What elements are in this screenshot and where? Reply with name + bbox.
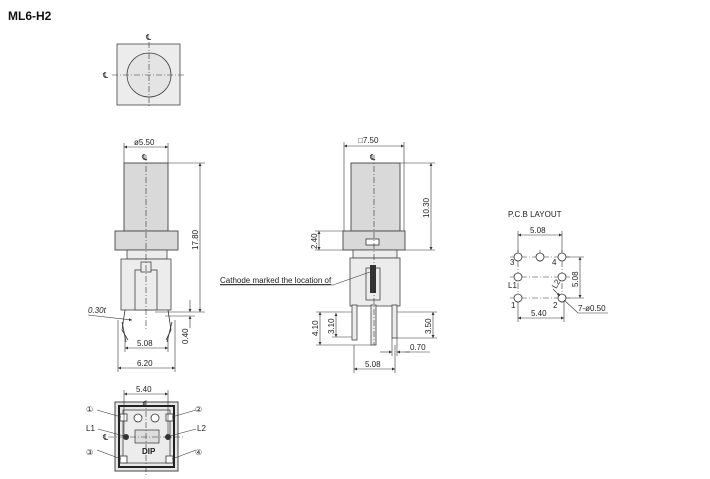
pin-4-label: ④: [195, 448, 202, 457]
model-title: ML6-H2: [8, 9, 52, 23]
pin-right-dimension: 3.50: [424, 318, 433, 334]
bottom-view: ℄ ℄ 5.40 DIP ① ② ③ ④ L1 L2: [86, 385, 206, 475]
front-pitch-dimension: 5.08: [365, 360, 381, 369]
pitch-dimension: 5.08: [137, 339, 153, 348]
flange-dimension: 2.40: [310, 233, 319, 249]
drawing-label: ℄: [369, 153, 376, 162]
width-dimension: 6.20: [137, 359, 153, 368]
drawing-label: ℄: [142, 400, 149, 409]
pcb-pitch-bottom: 5.40: [531, 309, 547, 318]
led-l2-label: L2: [197, 424, 206, 433]
pin-width-dimension: 0.70: [410, 343, 426, 352]
pin-1-label: ①: [86, 405, 93, 414]
pin-3-label: ③: [86, 448, 93, 457]
thickness-dimension: 0.30t: [88, 306, 107, 315]
pcb-pitch-right: 5.08: [571, 271, 580, 287]
height-dimension: 17.80: [191, 229, 200, 250]
drawing-label: L1: [508, 281, 517, 290]
drawing-label: ℄: [141, 153, 148, 162]
cap-height-dimension: 10.30: [422, 197, 431, 218]
pcb-layout-title: P.C.B LAYOUT: [508, 210, 562, 219]
diameter-dimension: ø5.50: [134, 138, 155, 147]
side-view: ℄ ø5.50 17.80 0.40 5.08 6.20 0.30t: [87, 138, 205, 372]
drawing-label: 3: [510, 258, 515, 267]
centerline-label: ℄: [145, 33, 152, 42]
gap-dimension: 0.40: [181, 328, 190, 344]
cathode-note: Cathode marked the location of: [220, 276, 332, 285]
pin-2-label: ②: [195, 405, 202, 414]
top-view: ℄ ℄: [102, 33, 186, 108]
pcb-layout: P.C.B LAYOUT 5.08 5.08 5.40 7-ø0.50 3 4 …: [508, 210, 608, 322]
pin-long-dimension: 4.10: [311, 320, 320, 336]
led-l1-label: L1: [86, 424, 95, 433]
pin-short-dimension: 3.10: [327, 318, 336, 334]
square-dimension: □7.50: [358, 136, 379, 145]
drawing-label: ℄: [102, 433, 109, 442]
drawing-label: 1: [511, 301, 516, 310]
pcb-hole-spec: 7-ø0.50: [578, 304, 606, 313]
dip-marking: DIP: [142, 447, 156, 456]
pcb-pitch-top: 5.08: [530, 226, 546, 235]
centerline-label: ℄: [102, 71, 109, 80]
drawing-label: 4: [552, 258, 557, 267]
front-view: ℄ □7.50 10.30 2.40 Cathode marked the lo…: [220, 136, 437, 373]
drawing-label: 2: [553, 301, 558, 310]
bottom-width-dimension: 5.40: [136, 385, 152, 394]
